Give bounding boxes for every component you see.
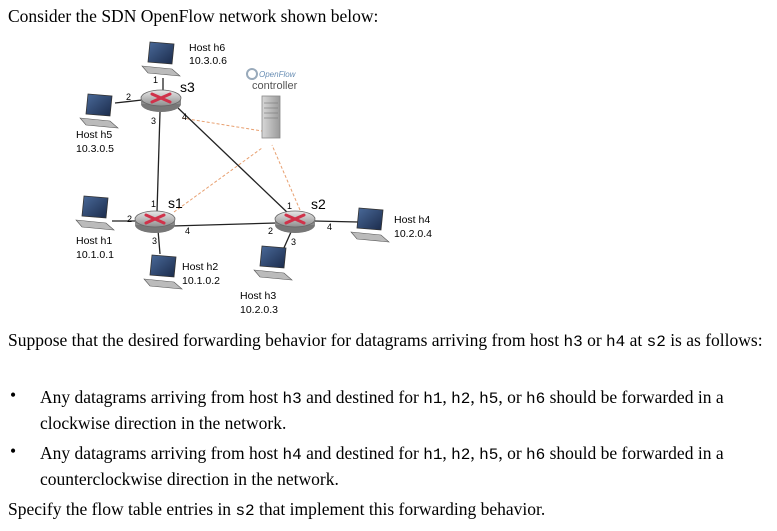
network-diagram: OpenFlow controller s3 s1 s2 1 2 3 4 1 2… bbox=[75, 41, 432, 316]
host-h6-laptop-icon bbox=[141, 41, 181, 77]
host-h4-ip: 10.2.0.4 bbox=[394, 228, 432, 240]
host-h1-name: Host h1 bbox=[76, 235, 112, 247]
s2-port-4: 4 bbox=[327, 222, 332, 232]
text-run: Any datagrams arriving from host bbox=[40, 443, 283, 463]
host-h2-name: Host h2 bbox=[182, 261, 218, 273]
text-run: and destined for bbox=[301, 387, 424, 407]
host-h6-ip: 10.3.0.6 bbox=[189, 55, 227, 67]
switch-s3 bbox=[140, 89, 182, 112]
code-h1: h1 bbox=[423, 446, 443, 464]
code-h6: h6 bbox=[526, 390, 546, 408]
s1-port-2: 2 bbox=[127, 214, 132, 224]
question-paragraph: Suppose that the desired forwarding beha… bbox=[8, 328, 770, 354]
text-run: Suppose that the desired forwarding beha… bbox=[8, 330, 564, 350]
code-h5: h5 bbox=[479, 446, 499, 464]
host-h4-laptop-icon bbox=[350, 207, 390, 243]
host-h3-name: Host h3 bbox=[240, 290, 276, 302]
code-s2: s2 bbox=[235, 502, 255, 520]
text-run: , or bbox=[498, 387, 527, 407]
final-question: Specify the flow table entries in s2 tha… bbox=[8, 497, 770, 523]
s3-port-1: 1 bbox=[153, 75, 158, 85]
bullet-1-marker: • bbox=[10, 385, 17, 405]
openflow-logo-text: OpenFlow bbox=[259, 70, 297, 79]
s3-port-3: 3 bbox=[151, 116, 156, 126]
text-run: or bbox=[582, 330, 607, 350]
s1-port-3: 3 bbox=[152, 236, 157, 246]
s3-port-4: 4 bbox=[182, 112, 187, 122]
switch-s1 bbox=[134, 210, 176, 233]
switch-s2 bbox=[274, 210, 316, 233]
text-run: , or bbox=[498, 443, 527, 463]
control-links bbox=[173, 117, 301, 213]
host-h6-name: Host h6 bbox=[189, 42, 225, 54]
text-run: Specify the flow table entries in bbox=[8, 499, 236, 519]
text-run: , bbox=[442, 387, 452, 407]
controller-server bbox=[261, 95, 281, 139]
s1-port-4: 4 bbox=[185, 226, 190, 236]
host-h5-laptop-icon bbox=[79, 93, 119, 129]
host-h5-ip: 10.3.0.5 bbox=[76, 143, 114, 155]
host-h2-laptop-icon bbox=[143, 254, 183, 290]
data-links bbox=[112, 78, 359, 255]
s1-port-1: 1 bbox=[151, 199, 156, 209]
text-run: and destined for bbox=[301, 443, 424, 463]
controller-label: controller bbox=[252, 80, 298, 92]
code-h3: h3 bbox=[282, 390, 302, 408]
switch-s3-label: s3 bbox=[180, 79, 195, 95]
switch-s1-label: s1 bbox=[168, 195, 183, 211]
bullet-2-marker: • bbox=[10, 441, 17, 461]
bullet-1-text: Any datagrams arriving from host h3 and … bbox=[40, 385, 765, 435]
bullet-2-text: Any datagrams arriving from host h4 and … bbox=[40, 441, 765, 491]
code-h2: h2 bbox=[451, 390, 471, 408]
text-run: Any datagrams arriving from host bbox=[40, 387, 283, 407]
switch-s2-label: s2 bbox=[311, 196, 326, 212]
s2-port-2: 2 bbox=[268, 226, 273, 236]
code-h4: h4 bbox=[606, 333, 626, 351]
code-h5: h5 bbox=[479, 390, 499, 408]
s2-port-3: 3 bbox=[291, 237, 296, 247]
host-h3-ip: 10.2.0.3 bbox=[240, 304, 278, 316]
host-h1-laptop-icon bbox=[75, 195, 115, 231]
code-h2: h2 bbox=[451, 446, 471, 464]
host-h1-ip: 10.1.0.1 bbox=[76, 249, 114, 261]
text-run: , bbox=[470, 443, 480, 463]
host-h5-name: Host h5 bbox=[76, 129, 112, 141]
text-run: should be forwarded in a counterclockwis… bbox=[40, 443, 724, 489]
code-h1: h1 bbox=[423, 390, 443, 408]
intro-text: Consider the SDN OpenFlow network shown … bbox=[8, 6, 379, 26]
code-h4: h4 bbox=[282, 446, 302, 464]
code-h3: h3 bbox=[563, 333, 583, 351]
text-run: is as follows: bbox=[665, 330, 763, 350]
text-run: that implement this forwarding behavior. bbox=[254, 499, 546, 519]
text-run: , bbox=[442, 443, 452, 463]
text-run: , bbox=[470, 387, 480, 407]
host-h2-ip: 10.1.0.2 bbox=[182, 275, 220, 287]
text-run: should be forwarded in a clockwise direc… bbox=[40, 387, 724, 433]
openflow-logo: OpenFlow bbox=[246, 68, 297, 80]
code-s2: s2 bbox=[646, 333, 666, 351]
code-h6: h6 bbox=[526, 446, 546, 464]
host-h3-laptop-icon bbox=[253, 245, 293, 281]
s3-port-2: 2 bbox=[126, 92, 131, 102]
text-run: at bbox=[625, 330, 647, 350]
s2-port-1: 1 bbox=[287, 201, 292, 211]
host-h4-name: Host h4 bbox=[394, 214, 430, 226]
